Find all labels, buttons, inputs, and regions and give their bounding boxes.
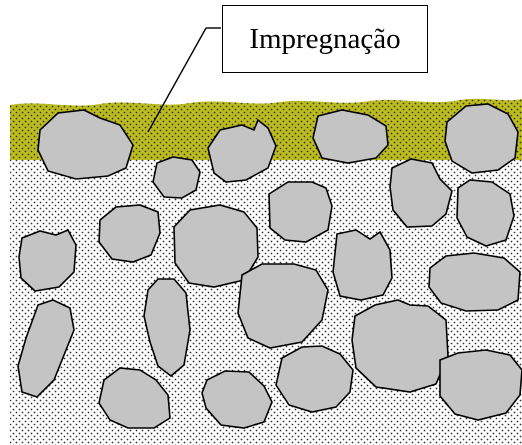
aggregate-stone — [99, 205, 160, 262]
aggregate-stone — [153, 157, 200, 198]
aggregate-stone — [429, 253, 520, 311]
aggregate-stone — [269, 182, 332, 242]
aggregate-stone — [352, 300, 448, 392]
impregnation-label: Impregnação — [222, 5, 428, 73]
aggregate-stone — [445, 104, 518, 173]
aggregate-stone — [276, 346, 353, 412]
aggregate-stone — [440, 350, 522, 420]
impregnation-label-text: Impregnação — [249, 23, 400, 56]
aggregate-stone — [333, 230, 392, 300]
